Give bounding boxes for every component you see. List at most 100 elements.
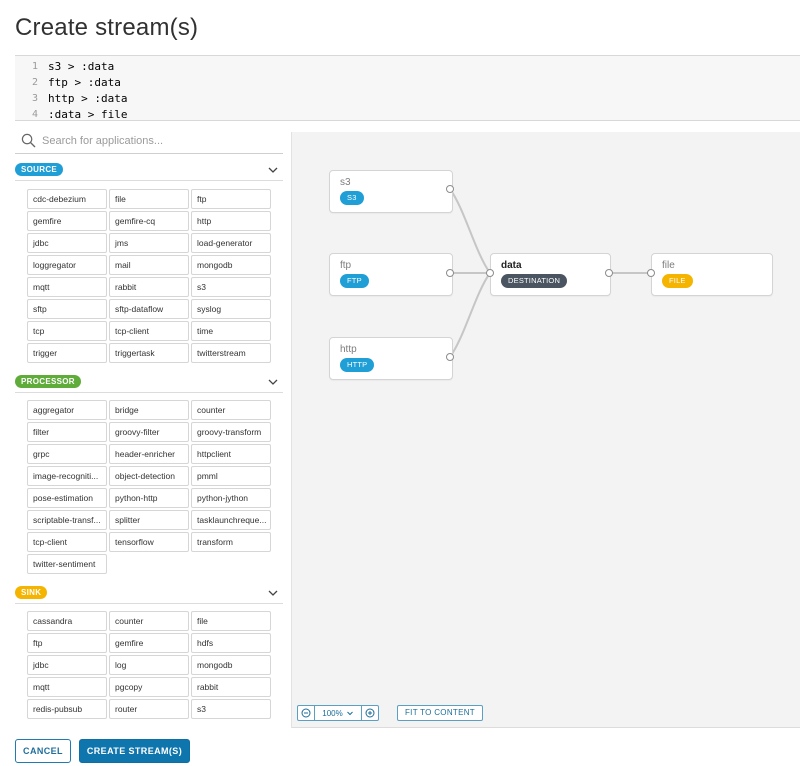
- app-tile[interactable]: pose-estimation: [27, 488, 107, 508]
- app-tile[interactable]: sftp-dataflow: [109, 299, 189, 319]
- app-tile[interactable]: jdbc: [27, 655, 107, 675]
- app-tile[interactable]: splitter: [109, 510, 189, 530]
- flow-node-file[interactable]: file FILE: [651, 253, 773, 296]
- fit-to-content-button[interactable]: FIT TO CONTENT: [397, 705, 483, 721]
- app-tile[interactable]: rabbit: [109, 277, 189, 297]
- line-number: 3: [31, 92, 38, 104]
- app-tile[interactable]: router: [109, 699, 189, 719]
- app-tile[interactable]: sftp: [27, 299, 107, 319]
- group-header-source[interactable]: SOURCE: [15, 162, 283, 178]
- group-header-sink[interactable]: SINK: [15, 585, 283, 601]
- chevron-down-icon[interactable]: [267, 164, 279, 176]
- app-tile[interactable]: transform: [191, 532, 271, 552]
- app-tile[interactable]: s3: [191, 699, 271, 719]
- app-tile[interactable]: python-http: [109, 488, 189, 508]
- app-tile[interactable]: jdbc: [27, 233, 107, 253]
- app-tile[interactable]: hdfs: [191, 633, 271, 653]
- output-port[interactable]: [605, 269, 613, 277]
- search-input[interactable]: [40, 131, 280, 151]
- zoom-in-icon: [365, 708, 375, 718]
- input-port[interactable]: [486, 269, 494, 277]
- app-tile[interactable]: python-jython: [191, 488, 271, 508]
- app-tile[interactable]: log: [109, 655, 189, 675]
- create-streams-button[interactable]: CREATE STREAM(S): [79, 739, 190, 763]
- app-tile[interactable]: object-detection: [109, 466, 189, 486]
- zoom-level-select[interactable]: 100%: [315, 705, 361, 721]
- line-text[interactable]: :data > file: [48, 107, 128, 121]
- app-tile[interactable]: aggregator: [27, 400, 107, 420]
- app-tile[interactable]: cassandra: [27, 611, 107, 631]
- app-tile[interactable]: tcp: [27, 321, 107, 341]
- editor-line[interactable]: 4:data > file: [15, 106, 800, 122]
- output-port[interactable]: [446, 269, 454, 277]
- app-tile[interactable]: tcp-client: [109, 321, 189, 341]
- output-port[interactable]: [446, 185, 454, 193]
- flow-node-http[interactable]: http HTTP: [329, 337, 453, 380]
- app-tile[interactable]: groovy-transform: [191, 422, 271, 442]
- app-tile[interactable]: gemfire-cq: [109, 211, 189, 231]
- app-tile[interactable]: counter: [109, 611, 189, 631]
- app-tile[interactable]: mail: [109, 255, 189, 275]
- app-tile[interactable]: header-enricher: [109, 444, 189, 464]
- app-tile[interactable]: filter: [27, 422, 107, 442]
- app-tile[interactable]: image-recogniti...: [27, 466, 107, 486]
- app-tile[interactable]: mqtt: [27, 277, 107, 297]
- app-tile[interactable]: redis-pubsub: [27, 699, 107, 719]
- app-tile[interactable]: twitterstream: [191, 343, 271, 363]
- app-tile[interactable]: time: [191, 321, 271, 341]
- app-tile[interactable]: counter: [191, 400, 271, 420]
- app-tile[interactable]: bridge: [109, 400, 189, 420]
- app-tile[interactable]: http: [191, 211, 271, 231]
- app-tile[interactable]: tcp-client: [27, 532, 107, 552]
- flow-node-s3[interactable]: s3 S3: [329, 170, 453, 213]
- app-tile[interactable]: rabbit: [191, 677, 271, 697]
- app-tile[interactable]: gemfire: [109, 633, 189, 653]
- editor-line[interactable]: 3 http > :data: [15, 90, 800, 106]
- group-rule: [15, 603, 283, 604]
- app-tile[interactable]: file: [109, 189, 189, 209]
- app-tile[interactable]: mqtt: [27, 677, 107, 697]
- chevron-down-icon[interactable]: [267, 587, 279, 599]
- zoom-in-button[interactable]: [361, 705, 379, 721]
- zoom-out-button[interactable]: [297, 705, 315, 721]
- app-tile[interactable]: groovy-filter: [109, 422, 189, 442]
- flow-node-ftp[interactable]: ftp FTP: [329, 253, 453, 296]
- app-tile[interactable]: twitter-sentiment: [27, 554, 107, 574]
- app-tile[interactable]: ftp: [191, 189, 271, 209]
- flow-node-data[interactable]: data DESTINATION: [490, 253, 611, 296]
- input-port[interactable]: [647, 269, 655, 277]
- app-tile[interactable]: ftp: [27, 633, 107, 653]
- app-tile[interactable]: grpc: [27, 444, 107, 464]
- line-text[interactable]: ftp > :data: [48, 75, 121, 89]
- app-tile[interactable]: trigger: [27, 343, 107, 363]
- app-tile[interactable]: s3: [191, 277, 271, 297]
- chevron-down-icon[interactable]: [267, 376, 279, 388]
- app-tile[interactable]: jms: [109, 233, 189, 253]
- flow-canvas[interactable]: [292, 132, 800, 728]
- app-tile[interactable]: syslog: [191, 299, 271, 319]
- app-tile[interactable]: cdc-debezium: [27, 189, 107, 209]
- output-port[interactable]: [446, 353, 454, 361]
- app-tile[interactable]: mongodb: [191, 255, 271, 275]
- app-tile[interactable]: load-generator: [191, 233, 271, 253]
- app-tile[interactable]: loggregator: [27, 255, 107, 275]
- app-tile[interactable]: file: [191, 611, 271, 631]
- app-tile[interactable]: triggertask: [109, 343, 189, 363]
- app-tile[interactable]: mongodb: [191, 655, 271, 675]
- app-tile[interactable]: tasklaunchreque...: [191, 510, 271, 530]
- app-tile[interactable]: scriptable-transf...: [27, 510, 107, 530]
- group-rule: [15, 180, 283, 181]
- zoom-out-icon: [301, 708, 311, 718]
- line-text[interactable]: http > :data: [48, 91, 128, 105]
- cancel-button[interactable]: CANCEL: [15, 739, 71, 763]
- line-text[interactable]: s3 > :data: [48, 59, 115, 73]
- app-tile[interactable]: httpclient: [191, 444, 271, 464]
- app-tile[interactable]: pmml: [191, 466, 271, 486]
- app-tile[interactable]: tensorflow: [109, 532, 189, 552]
- app-tile[interactable]: pgcopy: [109, 677, 189, 697]
- app-tile[interactable]: gemfire: [27, 211, 107, 231]
- group-header-processor[interactable]: PROCESSOR: [15, 374, 283, 390]
